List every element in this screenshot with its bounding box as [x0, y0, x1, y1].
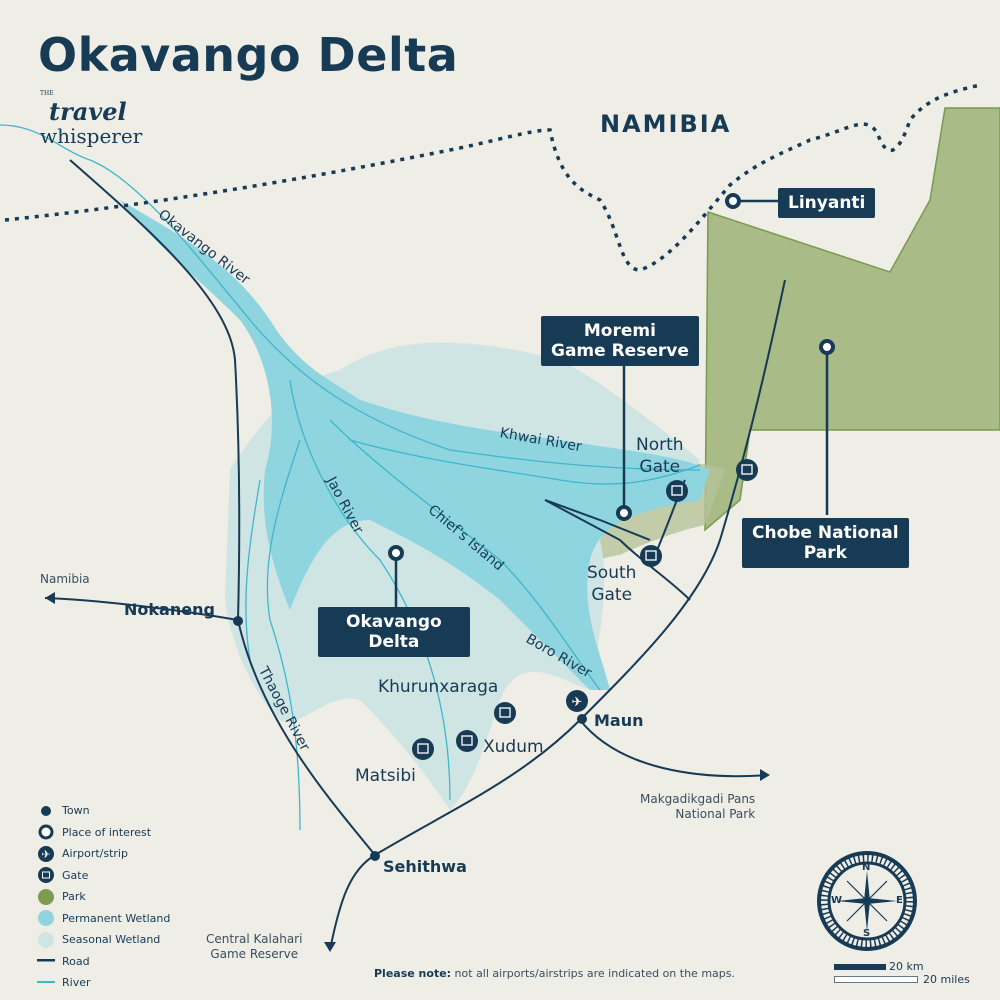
- legend-river: River: [36, 972, 170, 994]
- kalahari-line2: Game Reserve: [210, 947, 299, 961]
- town-dot-icon: [36, 805, 56, 817]
- miles-bar: [834, 976, 918, 983]
- legend-gate: Gate: [36, 865, 170, 887]
- okavango-line1: Okavango: [346, 612, 442, 632]
- chobe-park-area: [704, 107, 1000, 532]
- chobe-line2: Park: [803, 543, 847, 563]
- seasonal-wetland-icon: [36, 931, 56, 948]
- moremi-marker: [616, 505, 632, 521]
- label-matsibi: Matsibi: [355, 766, 416, 786]
- namibia-arrow-icon: [45, 592, 55, 604]
- permanent-wetland: [120, 200, 710, 690]
- compass-e: E: [896, 895, 903, 906]
- scale-miles: 20 miles: [923, 973, 970, 986]
- legend-label: Permanent Wetland: [62, 911, 171, 925]
- logo-line1: travel: [49, 97, 127, 126]
- makgadikgadi-line2: National Park: [675, 807, 756, 821]
- river-network: [0, 124, 701, 831]
- moremi-line1: Moremi: [583, 321, 656, 341]
- footnote: Please note: not all airports/airstrips …: [374, 967, 735, 980]
- legend-seasonal: Seasonal Wetland: [36, 929, 170, 951]
- gate-glyphs: [417, 464, 753, 754]
- makgadikgadi-arrow-icon: [760, 769, 770, 781]
- okavango-marker: [388, 545, 404, 561]
- compass-s: S: [863, 928, 871, 939]
- logo-the: THE: [40, 90, 54, 97]
- airplane-icon: ✈: [36, 845, 56, 862]
- permanent-wetland-icon: [36, 910, 56, 927]
- compass-n: N: [862, 862, 871, 873]
- legend-label: Place of interest: [62, 825, 152, 839]
- legend-label: Seasonal Wetland: [62, 933, 161, 947]
- makgadikgadi-line1: Makgadikgadi Pans: [640, 792, 756, 806]
- legend-label: River: [62, 976, 91, 990]
- town-markers: [233, 616, 587, 861]
- kalahari-line1: Central Kalahari: [206, 932, 303, 946]
- legend-label: Town: [62, 804, 90, 818]
- road-line-icon: [36, 959, 56, 963]
- legend-airport: ✈ Airport/strip: [36, 843, 170, 865]
- legend-park: Park: [36, 886, 170, 908]
- gate-icon: [36, 867, 56, 884]
- label-khurunxaraga: Khurunxaraga: [378, 677, 499, 697]
- scale-km: 20 km: [889, 960, 924, 973]
- travel-whisperer-logo: THE travel whisperer: [40, 90, 142, 148]
- kalahari-arrow-icon: [324, 942, 336, 952]
- country-label-namibia: NAMIBIA: [600, 110, 732, 138]
- legend-permanent: Permanent Wetland: [36, 908, 170, 930]
- compass-rose-icon: [817, 851, 917, 951]
- country-border: [4, 83, 981, 272]
- label-sehithwa: Sehithwa: [383, 857, 467, 876]
- map-legend: Town Place of interest ✈ Airport/strip Ga…: [36, 800, 170, 994]
- legend-label: Gate: [62, 868, 89, 882]
- label-maun: Maun: [594, 711, 644, 730]
- label-nokaneng: Nokaneng: [124, 600, 215, 619]
- chobe-marker: [819, 339, 835, 355]
- south-gate-line1: South: [587, 563, 637, 583]
- legend-label: Airport/strip: [62, 847, 128, 861]
- label-xudum: Xudum: [483, 737, 544, 757]
- legend-town: Town: [36, 800, 170, 822]
- linyanti-marker: [725, 193, 741, 209]
- legend-place: Place of interest: [36, 822, 170, 844]
- svg-text:✈: ✈: [41, 848, 50, 861]
- airplane-glyph: ✈: [572, 695, 583, 710]
- river-line-icon: [36, 980, 56, 985]
- okavango-line2: Delta: [368, 632, 420, 652]
- poi-markers: [388, 193, 835, 561]
- logo-line2: whisperer: [40, 124, 143, 148]
- place-ring-icon: [36, 824, 56, 840]
- legend-label: Road: [62, 954, 90, 968]
- road-network: [44, 159, 786, 951]
- north-gate-line2: Gate: [639, 457, 681, 477]
- legend-road: Road: [36, 951, 170, 973]
- compass-w: W: [831, 895, 843, 906]
- page-title: Okavango Delta: [38, 28, 459, 82]
- moremi-line2: Game Reserve: [551, 341, 689, 361]
- chobe-line1: Chobe National: [752, 523, 899, 543]
- scale-bar: 20 km 20 miles: [834, 960, 970, 986]
- airport-icon: [566, 690, 588, 712]
- note-text: not all airports/airstrips are indicated…: [451, 967, 735, 980]
- park-swatch-icon: [36, 888, 56, 905]
- north-gate-line1: North: [636, 435, 684, 455]
- note-bold: Please note:: [374, 967, 452, 980]
- legend-label: Park: [62, 890, 86, 904]
- south-gate-line2: Gate: [591, 585, 633, 605]
- callout-linyanti[interactable]: Linyanti: [778, 188, 876, 218]
- dest-namibia: Namibia: [40, 572, 90, 586]
- km-bar: [834, 963, 886, 970]
